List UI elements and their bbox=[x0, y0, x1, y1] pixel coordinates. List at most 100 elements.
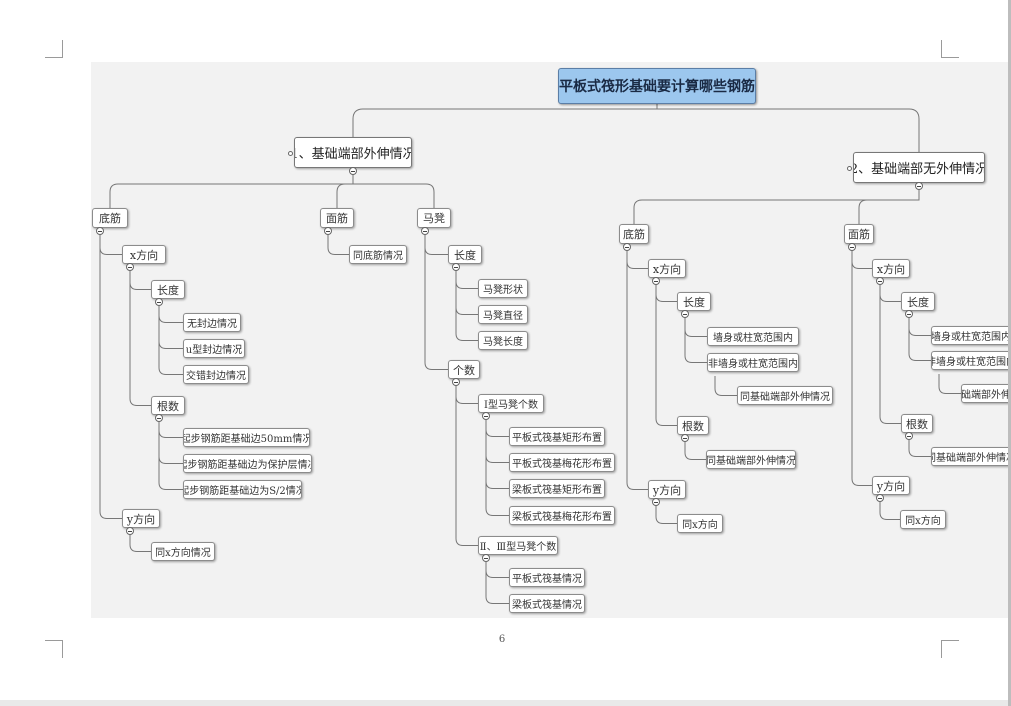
topic-marker-icon bbox=[847, 165, 852, 171]
crop-mark bbox=[62, 40, 63, 57]
collapse-icon[interactable] bbox=[324, 227, 332, 235]
leaf-topic[interactable]: 同基础端部外伸情况 bbox=[706, 450, 796, 469]
leaf-topic[interactable]: 非墙身或柱宽范围内 bbox=[707, 353, 799, 372]
leaf-topic[interactable]: 平板式筏基梅花形布置 bbox=[509, 453, 615, 472]
tree-connector bbox=[655, 282, 677, 302]
leaf-topic[interactable]: 梁板式筏基矩形布置 bbox=[509, 479, 605, 498]
topic-type-i-chairs[interactable]: Ⅰ型马凳个数 bbox=[478, 394, 544, 413]
collapse-icon[interactable] bbox=[349, 167, 357, 175]
tree-connector bbox=[938, 374, 961, 394]
tree-connector bbox=[485, 417, 509, 489]
connector-lines bbox=[99, 104, 961, 604]
topic-length[interactable]: 长度 bbox=[151, 280, 185, 299]
collapse-icon[interactable] bbox=[482, 412, 490, 420]
collapse-icon[interactable] bbox=[905, 432, 913, 440]
topic-type-ii-iii-chairs[interactable]: Ⅱ、Ⅲ型马凳个数 bbox=[478, 536, 558, 555]
collapse-icon[interactable] bbox=[155, 298, 163, 306]
leaf-topic[interactable]: 墙身或柱宽范围内 bbox=[707, 327, 799, 346]
leaf-topic[interactable]: 同x方向 bbox=[900, 510, 946, 529]
topic-length[interactable]: 长度 bbox=[901, 292, 935, 311]
tree-connector bbox=[879, 282, 901, 302]
branch-connector bbox=[336, 172, 354, 208]
leaf-topic[interactable]: 无封边情况 bbox=[183, 313, 241, 332]
branch-connector bbox=[109, 172, 354, 208]
leaf-topic[interactable]: 同基础端部外伸情况 bbox=[961, 384, 1011, 403]
collapse-icon[interactable] bbox=[652, 498, 660, 506]
page-gap bbox=[0, 700, 1011, 706]
root-topic[interactable]: 平板式筏形基础要计算哪些钢筋 bbox=[558, 68, 756, 104]
topic-top-rebar[interactable]: 面筋 bbox=[320, 208, 354, 228]
leaf-topic[interactable]: 起步钢筋距基础边50mm情况 bbox=[183, 428, 310, 447]
leaf-topic[interactable]: 平板式筏基矩形布置 bbox=[509, 427, 605, 446]
leaf-topic[interactable]: 非墙身或柱宽范围内 bbox=[931, 351, 1011, 370]
leaf-topic[interactable]: 交错封边情况 bbox=[183, 365, 249, 384]
leaf-topic[interactable]: 同x方向 bbox=[677, 514, 723, 533]
leaf-topic[interactable]: 马凳形状 bbox=[478, 279, 528, 298]
tree-connector bbox=[485, 417, 509, 437]
collapse-icon[interactable] bbox=[876, 277, 884, 285]
leaf-topic[interactable]: 起步钢筋距基础边为保护层情况 bbox=[183, 454, 312, 473]
collapse-icon[interactable] bbox=[915, 182, 923, 190]
collapse-icon[interactable] bbox=[681, 434, 689, 442]
topic-x-direction[interactable]: x方向 bbox=[872, 259, 910, 278]
leaf-topic[interactable]: 同基础端部外伸情况 bbox=[737, 386, 833, 405]
leaf-topic[interactable]: 起步钢筋距基础边为S/2情况 bbox=[183, 480, 302, 499]
leaf-topic[interactable]: 梁板式筏基情况 bbox=[509, 594, 585, 613]
leaf-topic[interactable]: 梁板式筏基梅花形布置 bbox=[509, 506, 615, 525]
branch-connector bbox=[633, 187, 920, 224]
topic-length[interactable]: 长度 bbox=[448, 245, 482, 264]
tree-connector bbox=[129, 532, 151, 552]
tree-connector bbox=[99, 232, 122, 255]
topic-count[interactable]: 根数 bbox=[151, 396, 185, 415]
topic-x-direction[interactable]: x方向 bbox=[122, 245, 166, 264]
tree-connector bbox=[455, 268, 478, 341]
collapse-icon[interactable] bbox=[652, 277, 660, 285]
collapse-icon[interactable] bbox=[155, 414, 163, 422]
topic-y-direction[interactable]: y方向 bbox=[872, 476, 910, 495]
topic-y-direction[interactable]: y方向 bbox=[648, 480, 686, 499]
tree-connector bbox=[879, 282, 901, 424]
collapse-icon[interactable] bbox=[848, 243, 856, 251]
branch-connector bbox=[858, 187, 920, 224]
branch-end-extension[interactable]: 1、基础端部外伸情况 bbox=[294, 137, 412, 168]
leaf-topic[interactable]: 同底筋情况 bbox=[349, 245, 407, 264]
collapse-icon[interactable] bbox=[96, 227, 104, 235]
collapse-icon[interactable] bbox=[126, 263, 134, 271]
collapse-icon[interactable] bbox=[876, 494, 884, 502]
topic-count[interactable]: 根数 bbox=[677, 416, 709, 435]
tree-connector bbox=[851, 248, 872, 269]
tree-connector bbox=[99, 232, 122, 519]
topic-count[interactable]: 根数 bbox=[901, 414, 933, 433]
topic-count[interactable]: 个数 bbox=[448, 360, 480, 379]
branch-no-end-extension[interactable]: 2、基础端部无外伸情况 bbox=[853, 152, 985, 183]
tree-connector bbox=[851, 248, 872, 486]
collapse-icon[interactable] bbox=[421, 227, 429, 235]
collapse-icon[interactable] bbox=[452, 378, 460, 386]
tree-connector bbox=[684, 439, 706, 460]
leaf-topic[interactable]: 平板式筏基情况 bbox=[509, 568, 585, 587]
collapse-icon[interactable] bbox=[905, 310, 913, 318]
branch-connector bbox=[352, 172, 435, 208]
topic-bottom-rebar[interactable]: 底筋 bbox=[619, 224, 649, 244]
tree-connector bbox=[485, 559, 509, 578]
collapse-icon[interactable] bbox=[452, 263, 460, 271]
topic-top-rebar[interactable]: 面筋 bbox=[844, 224, 874, 244]
collapse-icon[interactable] bbox=[623, 243, 631, 251]
leaf-topic[interactable]: 同基础端部外伸情况 bbox=[931, 447, 1011, 466]
topic-length[interactable]: 长度 bbox=[677, 292, 711, 311]
leaf-topic[interactable]: 马凳长度 bbox=[478, 331, 528, 350]
collapse-icon[interactable] bbox=[482, 554, 490, 562]
topic-y-direction[interactable]: y方向 bbox=[122, 509, 160, 528]
tree-connector bbox=[158, 419, 183, 464]
tree-connector bbox=[908, 315, 931, 336]
leaf-topic[interactable]: 墙身或柱宽范围内 bbox=[931, 326, 1011, 345]
collapse-icon[interactable] bbox=[126, 527, 134, 535]
leaf-topic[interactable]: 同x方向情况 bbox=[151, 542, 215, 561]
leaf-topic[interactable]: 马凳直径 bbox=[478, 305, 528, 324]
topic-x-direction[interactable]: x方向 bbox=[648, 259, 686, 278]
topic-bottom-rebar[interactable]: 底筋 bbox=[92, 208, 128, 228]
collapse-icon[interactable] bbox=[681, 310, 689, 318]
topic-chair[interactable]: 马凳 bbox=[417, 208, 451, 228]
leaf-topic[interactable]: u型封边情况 bbox=[183, 339, 245, 358]
